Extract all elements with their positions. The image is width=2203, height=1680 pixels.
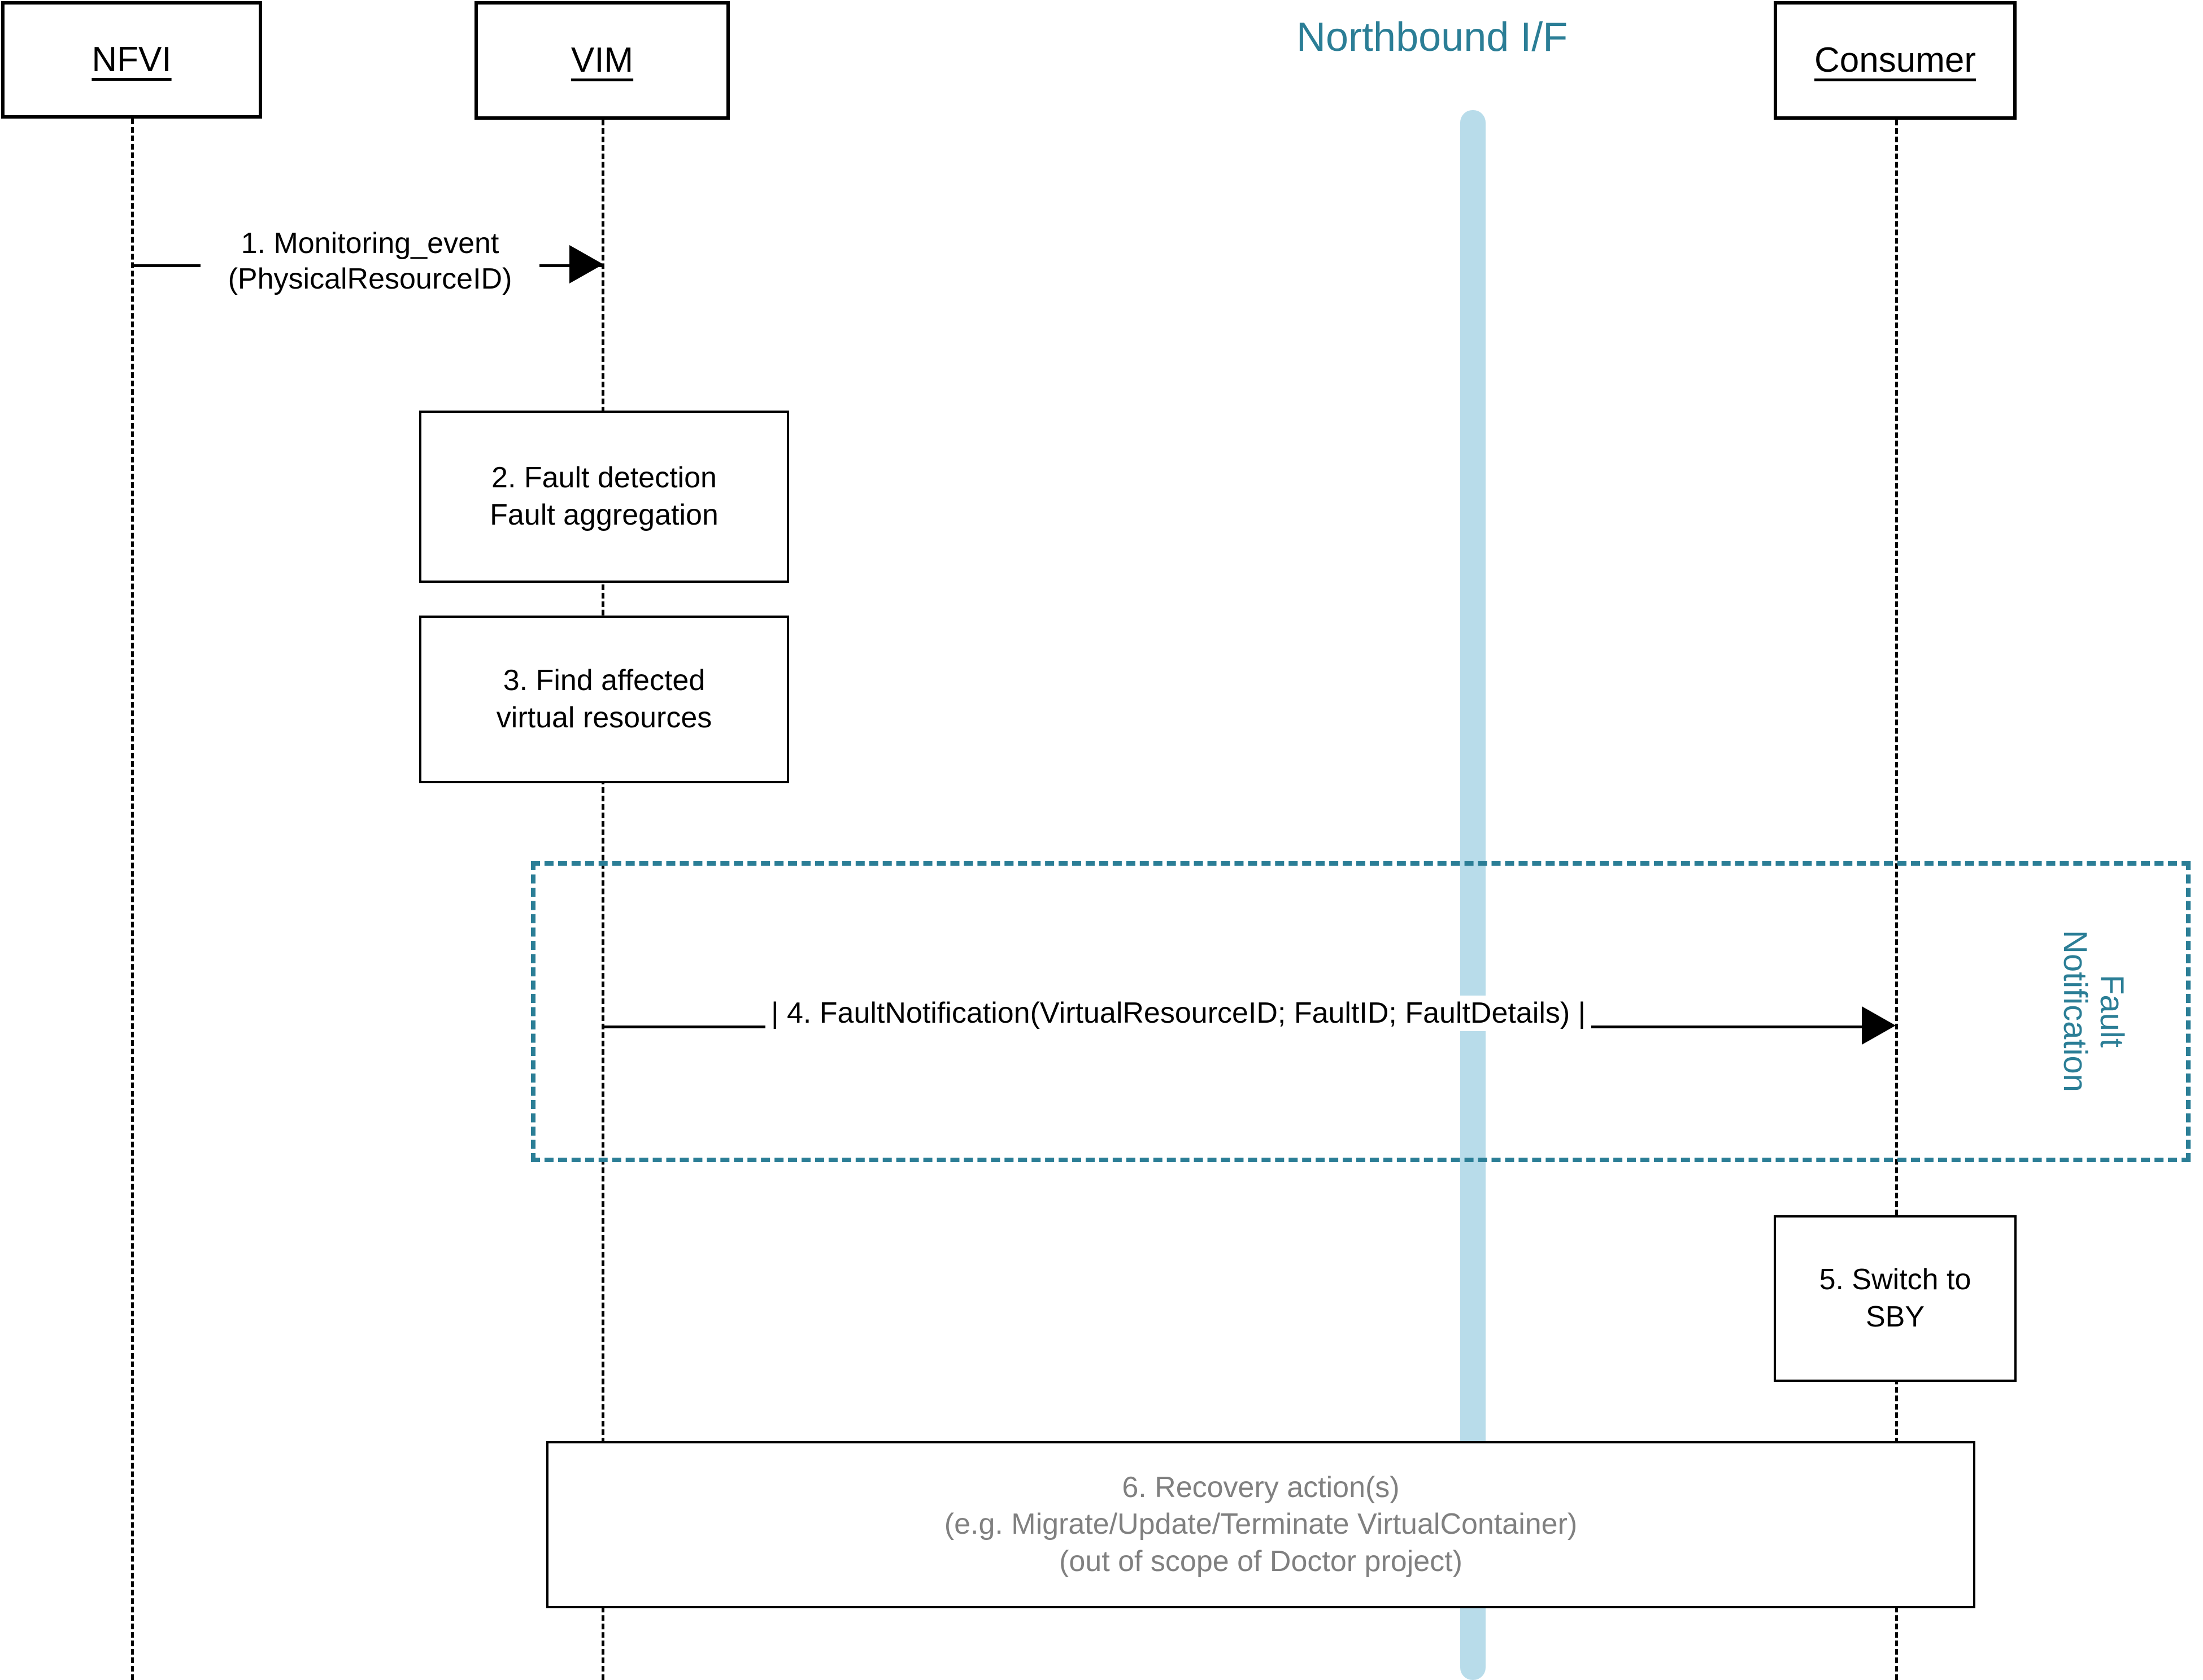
message-1-label: 1. Monitoring_event (PhysicalResourceID) bbox=[201, 226, 539, 298]
action-3-line1: 3. Find affected bbox=[503, 664, 706, 697]
message-4-label: | 4. FaultNotification(VirtualResourceID… bbox=[765, 996, 1592, 1032]
action-box-recovery-actions[interactable]: 6. Recovery action(s) (e.g. Migrate/Upda… bbox=[546, 1441, 1975, 1608]
fragment-fault-notification-label: Fault Notification bbox=[2056, 892, 2130, 1129]
action-2-line2: Fault aggregation bbox=[490, 498, 719, 531]
participant-consumer[interactable]: Consumer bbox=[1774, 1, 2017, 120]
action-6-line2: (e.g. Migrate/Update/Terminate VirtualCo… bbox=[944, 1508, 1578, 1541]
message-1-label-line2: (PhysicalResourceID) bbox=[228, 263, 512, 296]
action-3-line2: virtual resources bbox=[496, 701, 712, 734]
action-2-line1: 2. Fault detection bbox=[491, 461, 717, 494]
action-6-line3: (out of scope of Doctor project) bbox=[1059, 1544, 1462, 1578]
action-5-line2: SBY bbox=[1865, 1300, 1925, 1333]
message-1-arrowhead bbox=[569, 245, 603, 283]
fragment-fault-notification bbox=[531, 861, 2191, 1162]
participant-nfvi-label: NFVI bbox=[92, 40, 172, 79]
action-box-find-affected-resources[interactable]: 3. Find affected virtual resources bbox=[419, 616, 789, 783]
participant-consumer-label: Consumer bbox=[1814, 41, 1976, 80]
lifeline-consumer bbox=[1895, 120, 1898, 1680]
message-4-label-text: | 4. FaultNotification(VirtualResourceID… bbox=[771, 997, 1586, 1029]
northbound-interface-title: Northbound I/F bbox=[1296, 15, 1568, 60]
action-6-line1: 6. Recovery action(s) bbox=[1122, 1470, 1400, 1504]
message-1-label-line1: 1. Monitoring_event bbox=[241, 227, 499, 260]
northbound-interface-bar bbox=[1460, 110, 1486, 1680]
action-box-switch-to-sby[interactable]: 5. Switch to SBY bbox=[1774, 1215, 2017, 1382]
fragment-label-line1: Fault bbox=[2093, 974, 2130, 1048]
lifeline-vim bbox=[602, 120, 604, 1680]
message-4-arrowhead bbox=[1862, 1006, 1896, 1045]
action-5-line1: 5. Switch to bbox=[1819, 1263, 1971, 1296]
fragment-label-line2: Notification bbox=[2056, 930, 2093, 1092]
participant-vim-label: VIM bbox=[571, 41, 634, 80]
action-box-fault-detection[interactable]: 2. Fault detection Fault aggregation bbox=[419, 411, 789, 583]
participant-vim[interactable]: VIM bbox=[474, 1, 730, 120]
participant-nfvi[interactable]: NFVI bbox=[1, 1, 262, 119]
lifeline-nfvi bbox=[131, 119, 134, 1680]
